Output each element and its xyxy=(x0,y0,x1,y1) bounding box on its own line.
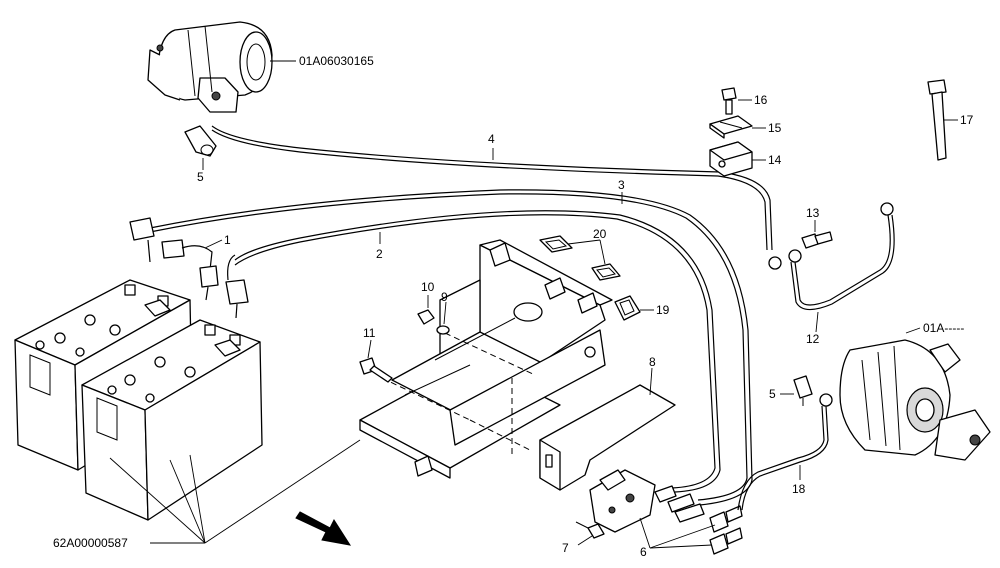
callout-18: 18 xyxy=(792,482,806,496)
callout-20: 20 xyxy=(593,227,607,241)
alternator xyxy=(839,339,991,461)
plug-6b xyxy=(709,527,743,555)
cable-2 xyxy=(234,210,721,493)
terminal-boot-lower xyxy=(793,375,813,406)
battery-right xyxy=(81,319,263,521)
callout-3: 3 xyxy=(618,178,625,192)
direction-arrow xyxy=(295,511,352,546)
cable-12 xyxy=(788,202,895,311)
plug-6a xyxy=(709,505,743,533)
callout-17: 17 xyxy=(960,113,974,127)
callout-7: 7 xyxy=(562,541,569,555)
grommet-19 xyxy=(614,295,641,321)
callout-9: 9 xyxy=(441,290,448,304)
callout-2: 2 xyxy=(376,247,383,261)
clamp-14 xyxy=(709,141,753,177)
bolt-13 xyxy=(801,231,833,249)
cable-tie-17 xyxy=(927,79,947,161)
battery-ref-label: 62A00000587 xyxy=(53,536,128,550)
battery-ref-leaders xyxy=(109,439,361,544)
callout-4: 4 xyxy=(488,132,495,146)
cable-4 xyxy=(211,125,782,270)
assembly-lines xyxy=(381,332,536,455)
cover-plate-8 xyxy=(539,384,676,491)
cable-3 xyxy=(149,189,753,506)
cable-1 xyxy=(129,217,249,319)
callout-16: 16 xyxy=(754,93,768,107)
alternator-ref-label: 01A----- xyxy=(923,321,964,335)
bolt-11 xyxy=(359,357,393,383)
callout-12: 12 xyxy=(806,332,820,346)
washer-9 xyxy=(436,325,450,335)
callout-8: 8 xyxy=(649,355,656,369)
callout-19: 19 xyxy=(656,303,670,317)
terminal-block-6 xyxy=(589,469,705,533)
callout-14: 14 xyxy=(768,153,782,167)
callout-5b: 5 xyxy=(769,387,776,401)
callout-1: 1 xyxy=(224,233,231,247)
callout-15: 15 xyxy=(768,121,782,135)
callout-6: 6 xyxy=(640,545,647,559)
cable-18 xyxy=(737,393,833,511)
nut-10 xyxy=(417,309,435,325)
bolt-16 xyxy=(721,87,737,115)
callout-10: 10 xyxy=(421,280,435,294)
clamp-plate-15 xyxy=(709,115,753,139)
callout-5a: 5 xyxy=(197,170,204,184)
callout-11: 11 xyxy=(363,326,376,340)
grommet-20 xyxy=(539,235,621,281)
starter-motor xyxy=(147,21,273,113)
starter-ref-label: 01A06030165 xyxy=(299,54,374,68)
terminal-boot-upper xyxy=(184,125,217,157)
callout-13: 13 xyxy=(806,206,820,220)
screw-7 xyxy=(575,521,605,539)
battery-tray xyxy=(359,239,613,479)
